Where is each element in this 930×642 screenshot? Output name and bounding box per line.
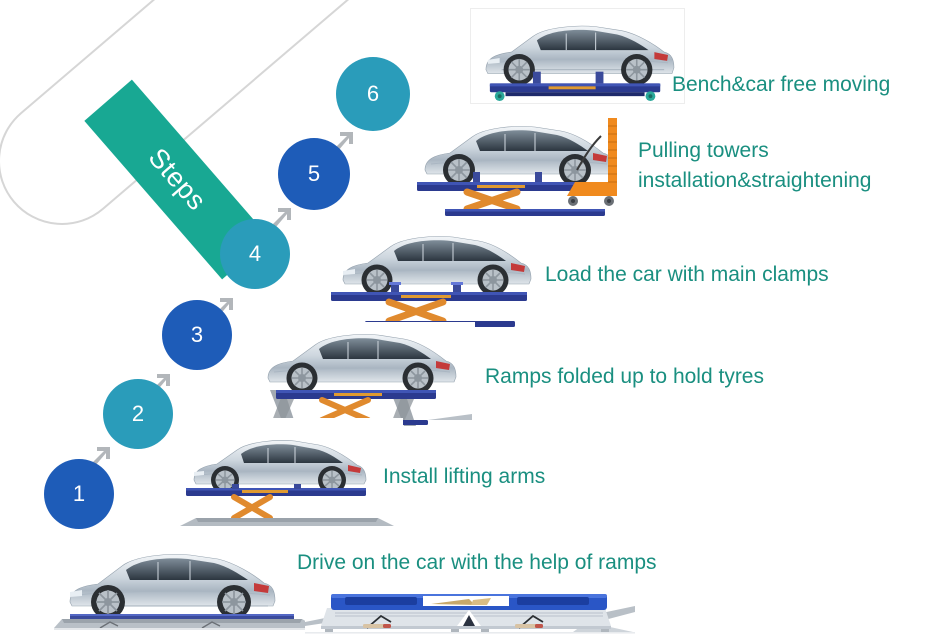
step-number-5: 5 <box>307 161 321 186</box>
arrow-1-to-2 <box>88 443 114 469</box>
step-number-1: 1 <box>72 481 86 506</box>
bench-platform-image <box>305 582 635 642</box>
step-number-3: 3 <box>190 322 204 347</box>
step-5-label: Pulling towers installation&straightenin… <box>638 136 928 196</box>
step-3-label: Ramps folded up to hold tyres <box>485 365 764 388</box>
step-5-image-panel <box>415 112 640 219</box>
step-circle-2[interactable]: 2 <box>103 379 173 449</box>
step-6-label: Bench&car free moving <box>672 73 891 96</box>
step-4-image-panel <box>325 222 545 327</box>
step-4-label: Load the car with main clamps <box>545 263 829 286</box>
step-5-label-line-2: installation&straightening <box>638 169 872 192</box>
step-1-image-panel <box>52 532 320 642</box>
steps-banner-label: Steps <box>142 142 213 217</box>
step-number-6: 6 <box>366 81 380 106</box>
step-number-2: 2 <box>131 401 145 426</box>
step-1-label: Drive on the car with the help of ramps <box>297 551 657 574</box>
step-circle-4[interactable]: 4 <box>220 219 290 289</box>
step-3-image-panel <box>250 322 475 430</box>
arrow-4-to-5 <box>269 204 295 230</box>
step-2-label: Install lifting arms <box>383 465 546 488</box>
step-circle-3[interactable]: 3 <box>162 300 232 370</box>
step-circle-6[interactable]: 6 <box>336 57 410 131</box>
step-circle-1[interactable]: 1 <box>44 459 114 529</box>
step-circle-5[interactable]: 5 <box>278 138 350 210</box>
arrow-5-to-6 <box>331 128 357 154</box>
step-2-image-panel <box>178 418 403 530</box>
step-6-image-panel <box>470 8 685 104</box>
step-5-label-line-1: Pulling towers <box>638 139 769 162</box>
step-number-4: 4 <box>248 241 262 266</box>
